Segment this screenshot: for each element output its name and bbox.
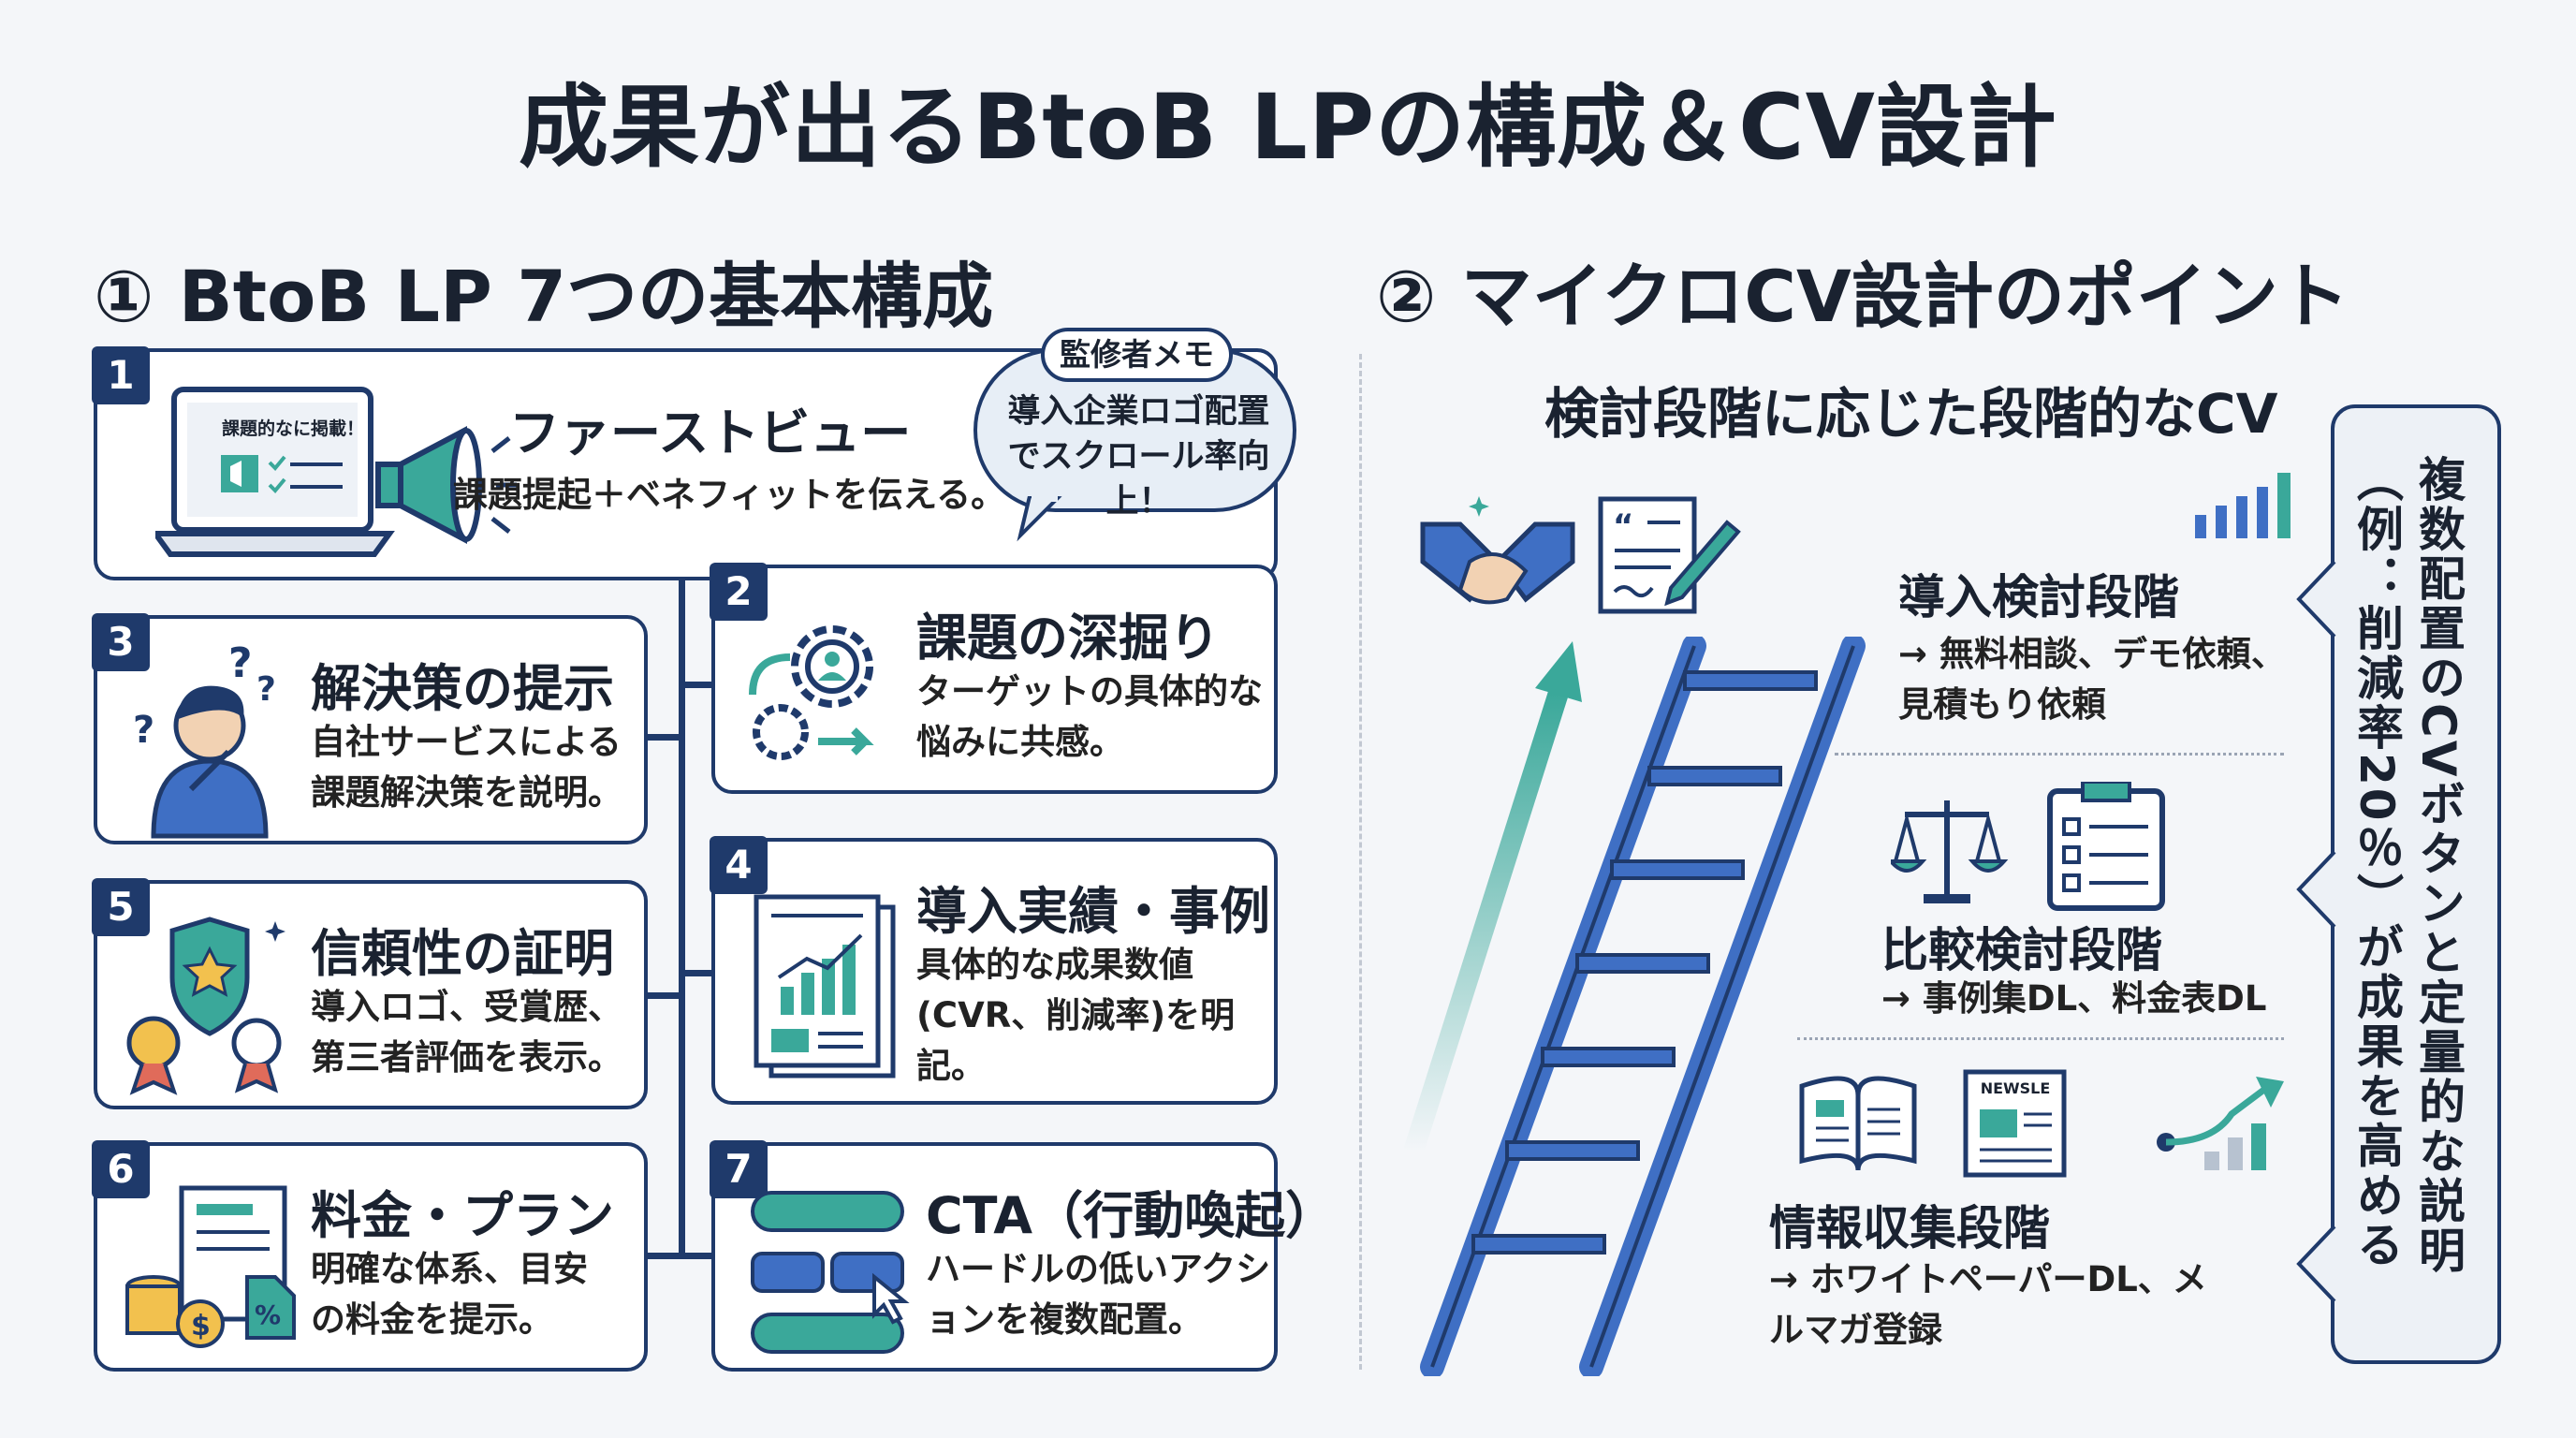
note-box: 複数配置のCVボタンと定量的な説明（例：削減率20％）が成果を高める [2331,404,2501,1364]
card-number: 3 [92,613,150,671]
stage-divider [1835,753,2284,756]
newspaper-label: NEWSLE [1980,1079,2051,1097]
note-pointer [2296,1226,2336,1301]
left-section-heading: ① BtoB LP 7つの基本構成 [94,255,994,338]
card-number: 1 [92,346,150,404]
card-desc: 課題提起＋ベネフィットを伝える。 [453,475,1006,515]
stage-desc: → 無料相談、デモ依頼、見積もり依頼 [1898,634,2286,725]
svg-text:?: ? [256,670,276,709]
card-desc: ターゲットの具体的な悩みに共感。 [916,671,1263,762]
stage-desc: → ホワイトペーパーDL、メルマガ登録 [1769,1259,2207,1350]
card-desc: 自社サービスによる課題解決策を説明。 [311,722,622,813]
laptop-screen-text: 課題的なに掲載！ [221,418,364,439]
stage-title: 導入検討段階 [1898,570,2179,624]
card-desc: ハードルの低いアクションを複数配置。 [926,1249,1271,1340]
contract-pen-icon: “ [1598,496,1741,614]
card-number: 7 [710,1140,768,1198]
right-section-heading: ② マイクロCV設計のポイント [1376,255,2349,338]
report-chart-icon [754,894,896,1078]
laptop-megaphone-icon [155,387,517,557]
stage-desc: → 事例集DL、料金表DL [1881,978,2267,1019]
card-problem-deepdive: 2 課題の深掘り ターゲットの具体的な悩みに共感。 [710,563,1278,794]
card-cta: 7 CTA（行動喚起） ハードルの低いアクションを複数配置。 [710,1140,1336,1372]
ladder [1420,637,1866,1376]
cta-buttons-icon [751,1191,910,1354]
bar-chart-icon [2195,473,2291,538]
card-desc: 導入ロゴ、受賞歴、第三者評価を表示。 [311,987,622,1078]
card-credibility: 5 信頼性の証明 導入ロゴ、受賞歴、第三者評価を表示。 [92,878,648,1109]
right-subheading: 検討段階に応じた段階的なCV [1544,382,2278,446]
card-title: 課題の深掘り [916,609,1220,668]
growth-arrow [1403,641,1582,1155]
svg-text:?: ? [133,709,154,752]
note-vertical-text: 複数配置のCVボタンと定量的な説明（例：削減率20％）が成果を高める [2349,455,2466,1276]
connector-spine [679,579,685,1257]
connector-7 [679,1253,716,1259]
scale-checklist-icon [1891,782,2165,911]
gear-user-icon [749,625,874,760]
svg-text:%: % [255,1299,281,1330]
card-title: ファーストビュー [509,404,912,462]
card-number: 5 [92,878,150,936]
card-number: 2 [710,563,768,621]
award-shield-icon [126,917,285,1095]
card-case-studies: 4 導入実績・事例 具体的な成果数値(CVR、削減率)を明記。 [710,836,1278,1105]
stage-title: 情報収集段階 [1769,1201,2050,1255]
card-title: 解決策の提示 [311,659,614,718]
card-title: CTA（行動喚起） [926,1186,1337,1245]
handshake-icon [1420,496,1575,605]
card-number: 6 [92,1140,150,1198]
connector-2 [679,682,716,688]
connector-3 [646,734,683,741]
card-pricing: 6 $ % 料金・プラン 明確な体系、目安の料金を提示。 [92,1140,648,1372]
section-divider [1359,354,1362,1370]
thinking-person-icon: ? ? ? [133,639,276,839]
price-coins-icon: $ % [125,1185,296,1348]
memo-label: 監修者メモ [1041,328,1233,382]
card-desc: 具体的な成果数値(CVR、削減率)を明記。 [916,945,1236,1086]
page-title: 成果が出るBtoB LPの構成＆CV設計 [519,75,2057,180]
svg-text:$: $ [191,1310,211,1343]
memo-bubble-tail [1017,496,1062,542]
book-newspaper-icon [1799,1069,2067,1178]
connector-4 [679,970,716,976]
trend-up-icon [2157,1077,2284,1170]
card-solution: 3 ? ? ? 解決策の提示 自社サービスによる課題解決策を説明。 [92,613,648,844]
svg-text:?: ? [228,639,253,687]
note-pointer [2296,562,2336,637]
card-desc: 明確な体系、目安の料金を提示。 [311,1249,588,1340]
card-number: 4 [710,836,768,894]
stage-title: 比較検討段階 [1881,923,2162,977]
card-title: 導入実績・事例 [916,882,1270,941]
note-pointer [2296,852,2336,927]
connector-5 [646,992,683,999]
connector-6 [646,1253,683,1259]
stage-divider [1797,1037,2284,1040]
card-title: 信頼性の証明 [311,924,614,983]
svg-text:“: “ [1613,507,1633,545]
card-title: 料金・プラン [311,1186,614,1245]
memo-text: 導入企業ロゴ配置でスクロール率向上！ [1007,393,1270,521]
